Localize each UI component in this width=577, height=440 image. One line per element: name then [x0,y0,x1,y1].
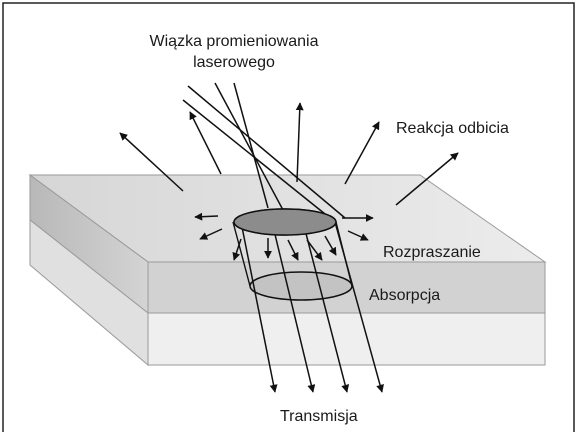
reflection-arrow-left [190,112,221,174]
beam-label-line2: laserowego [193,54,275,71]
transmission-label: Transmisja [280,408,358,425]
scattering-label: Rozpraszanie [383,244,481,261]
absorption-ellipse [250,272,352,300]
reflection-label: Reakcja odbicia [396,120,509,137]
absorption-label: Absorpcja [369,287,440,304]
laser-spot-overlay [234,209,336,235]
scatter-arrow-left [195,216,218,217]
reflection-arrow-up [297,103,300,182]
slab-front-lower [148,313,545,365]
beam-label-line1: Wiązka promieniowania [150,33,319,50]
